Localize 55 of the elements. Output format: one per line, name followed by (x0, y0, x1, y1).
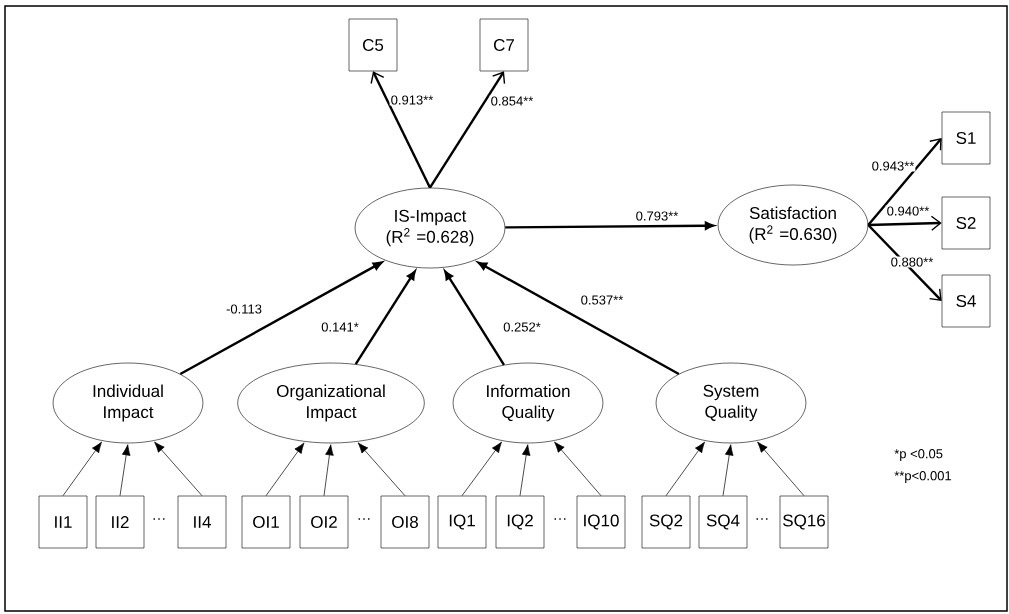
indicator-box: C5 (348, 18, 398, 72)
edge-label: -0.113 (225, 303, 263, 315)
arrow (722, 444, 734, 497)
edge-label: 0.943** (870, 160, 916, 172)
arrow (477, 261, 680, 376)
arrow (323, 444, 334, 497)
edge-label: 0.940** (885, 205, 931, 217)
indicator-box: II4 (177, 495, 227, 549)
indicator-box: SQ16 (779, 495, 829, 549)
ellipsis: … (554, 518, 566, 520)
indicator-box: C7 (479, 18, 529, 72)
footnote: *p <0.05 (894, 449, 943, 461)
indicator-box: SQ4 (698, 495, 748, 549)
edge-label: 0.880** (889, 256, 935, 268)
ellipsis: … (358, 518, 370, 520)
arrow (370, 71, 432, 189)
indicator-box: S2 (941, 196, 991, 250)
arrow (867, 224, 942, 301)
arrow (444, 270, 505, 366)
arrow (519, 444, 531, 497)
arrow (429, 71, 506, 189)
footnote: **p<0.001 (894, 471, 952, 483)
ellipsis: … (153, 518, 165, 520)
indicator-box: IQ2 (495, 495, 545, 549)
arrow (62, 441, 102, 497)
arrow (265, 442, 305, 497)
indicator-box: IQ10 (576, 495, 626, 549)
arrow (867, 138, 942, 226)
edge-label: 0.537** (579, 294, 625, 306)
edge-label: 0.854** (489, 95, 535, 107)
edge-label: 0.793** (634, 210, 680, 222)
arrow (505, 221, 715, 230)
arrow (357, 442, 406, 497)
indicator-box: S4 (941, 274, 991, 328)
edge-label: 0.252* (502, 321, 542, 333)
arrow (665, 441, 705, 497)
indicator-box: II2 (95, 495, 145, 549)
edge-label: 0.913** (389, 94, 435, 106)
arrow (154, 441, 203, 497)
indicator-box: SQ2 (641, 495, 691, 549)
arrow (868, 215, 942, 231)
arrow (354, 270, 416, 365)
arrow (757, 441, 805, 497)
indicator-box: II1 (38, 495, 88, 549)
arrow (119, 444, 131, 497)
indicator-box: IQ1 (437, 495, 487, 549)
indicator-box: OI1 (241, 495, 291, 549)
indicator-box: OI2 (299, 495, 349, 549)
ellipsis: … (756, 518, 768, 520)
indicator-box: OI8 (380, 495, 430, 549)
edge-label: 0.141* (320, 321, 360, 333)
arrow (179, 261, 383, 376)
indicator-box: S1 (941, 111, 991, 165)
arrow (461, 441, 502, 497)
arrow (554, 441, 602, 497)
